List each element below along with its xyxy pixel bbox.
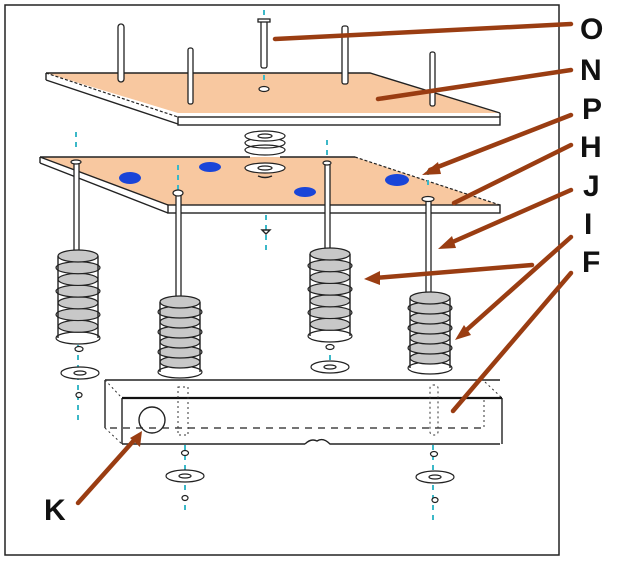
leader-lines: [75, 21, 574, 506]
diagram-frame: [4, 4, 560, 556]
middle-plate-holes: [119, 162, 409, 197]
base-bar-end-hole: [138, 406, 166, 434]
base-bar-bore: [177, 386, 189, 436]
top-plate: [45, 72, 501, 126]
base-bar: [104, 379, 503, 445]
spring-stacks: [55, 247, 453, 379]
long-rod: [425, 198, 432, 296]
top-plate-pins: [117, 10, 436, 107]
top-pin: [260, 19, 268, 69]
label-o: O: [580, 13, 603, 46]
spring-stack-0: [55, 249, 101, 345]
label-j: J: [583, 170, 600, 203]
spring-stack-1: [157, 295, 203, 379]
label-i: I: [584, 208, 592, 241]
label-h: H: [580, 131, 602, 164]
spring-stack: [307, 247, 353, 343]
part-labels: O N P H J I F K: [44, 13, 603, 527]
label-f: F: [582, 246, 600, 279]
spring-stack-3: [407, 291, 453, 375]
lower-washers: [60, 343, 455, 504]
long-rods: [70, 159, 435, 302]
label-n: N: [580, 54, 602, 87]
label-k: K: [44, 494, 66, 527]
centre-spacer: [244, 130, 286, 156]
label-p: P: [582, 93, 602, 126]
